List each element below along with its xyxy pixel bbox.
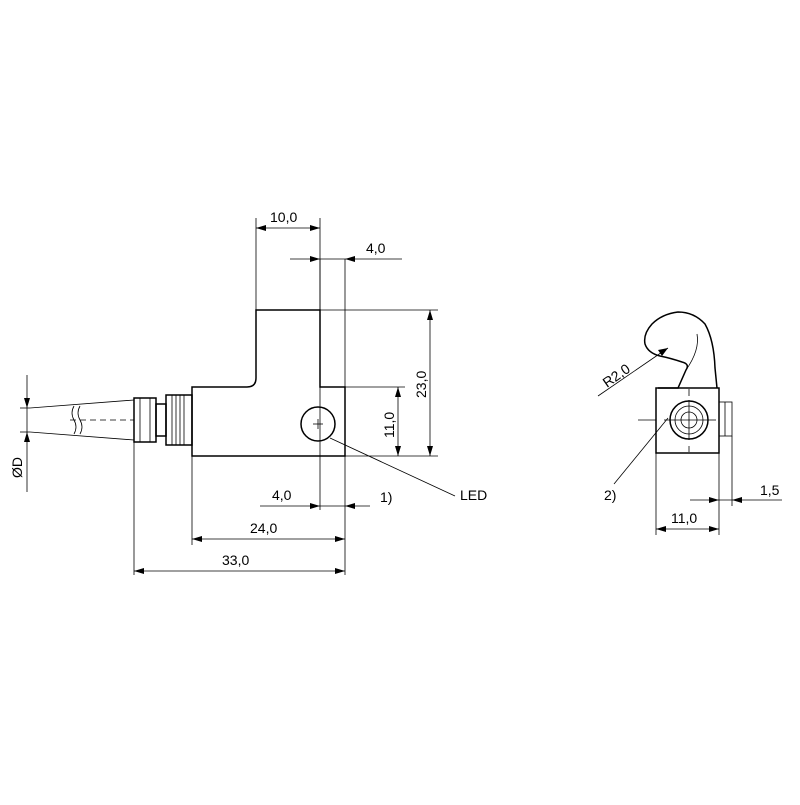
led-leader: LED <box>329 437 487 503</box>
dim-total-height: 23,0 <box>413 310 433 456</box>
dim-body-height: 11,0 <box>381 387 401 456</box>
dim-body-length: 24,0 <box>192 520 345 542</box>
dim-body-height-label: 11,0 <box>381 412 397 438</box>
dim-led-offset-bottom-label: 4,0 <box>272 487 292 503</box>
note-2: 2) <box>604 417 669 503</box>
sensor-body <box>191 309 346 457</box>
side-lug <box>718 401 733 437</box>
dim-total-height-label: 23,0 <box>413 371 429 398</box>
hook-inner-edge <box>685 333 698 371</box>
dim-led-offset-top-label: 4,0 <box>366 240 386 256</box>
dim-total-length-label: 33,0 <box>222 552 249 568</box>
extension-lines <box>20 218 438 575</box>
dim-led-offset-bottom: 4,0 <box>260 487 370 509</box>
dim-radius-label: R2,0 <box>600 360 634 390</box>
front-view: 10,0 4,0 23,0 11,0 4,0 <box>9 209 487 575</box>
note-1-label: 1) <box>380 489 392 505</box>
dim-side-width: 11,0 <box>656 510 719 532</box>
dim-radius: R2,0 <box>597 347 669 397</box>
dim-cable-diameter-label: ØD <box>9 457 25 478</box>
dim-side-width-label: 11,0 <box>671 510 697 526</box>
dim-side-offset: 1,5 <box>690 482 782 503</box>
dim-led-offset-top: 4,0 <box>290 240 402 262</box>
dim-top-width-label: 10,0 <box>270 209 297 225</box>
cable-gland <box>133 394 193 446</box>
dim-body-length-label: 24,0 <box>250 520 277 536</box>
mounting-hook <box>643 311 718 389</box>
note-2-label: 2) <box>604 487 616 503</box>
led-label: LED <box>460 487 487 503</box>
dim-side-offset-label: 1,5 <box>760 482 780 498</box>
cable <box>29 399 135 441</box>
dim-cable-diameter: ØD <box>9 375 30 492</box>
dim-total-length: 33,0 <box>134 552 345 574</box>
led-indicator <box>300 406 336 442</box>
side-lens <box>668 400 710 440</box>
side-view: R2,0 2) 1,5 11,0 <box>597 311 782 535</box>
dim-top-width: 10,0 <box>256 209 320 231</box>
